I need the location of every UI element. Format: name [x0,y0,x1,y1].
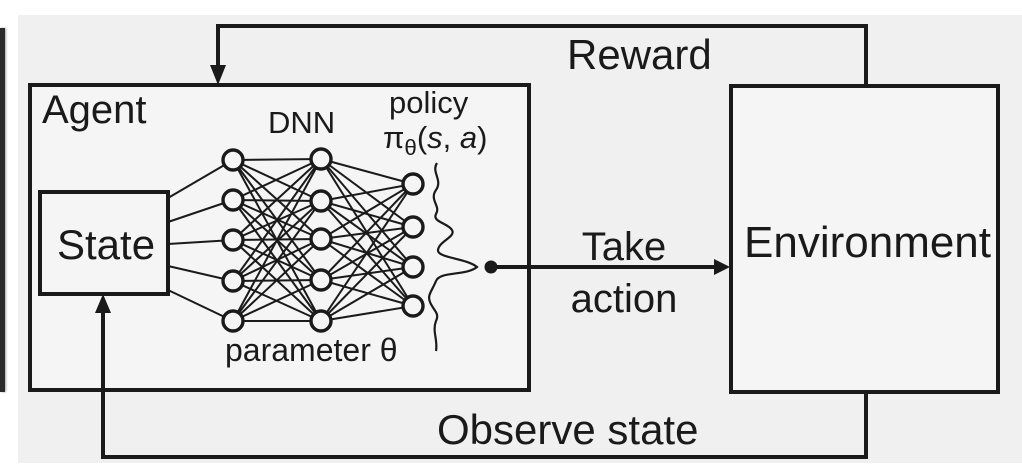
dnn-edge [320,226,414,322]
dnn-edge [232,158,322,322]
policy-label: policy [389,85,469,120]
dnn-edge [320,183,414,281]
dnn-neuron-node [309,268,333,292]
dnn-edge [232,238,322,322]
dnn-edge [320,305,414,322]
policy-distribution-curve [428,162,479,352]
dnn-label: DNN [268,105,336,140]
dnn-network [167,147,425,333]
dnn-neuron-node [401,294,425,318]
reward-label: Reward [567,31,712,78]
pi-symbol: π [383,120,405,155]
dnn-neuron-node [401,172,425,196]
theta-subscript: θ [404,135,417,161]
observe-state-arrow [95,294,868,459]
dnn-neuron-node [221,148,245,172]
dnn-edge [320,183,414,202]
dnn-edge [232,158,322,161]
dnn-neuron-node [309,147,333,171]
dnn-neuron-node [309,309,333,333]
environment-label: Environment [744,218,992,267]
dnn-edge [320,158,414,185]
action-var: a [459,120,478,155]
reward-arrow [210,24,868,88]
state-label: State [57,221,156,268]
take-action-arrowhead-right-icon [714,259,730,275]
agent-label: Agent [42,88,147,132]
dnn-edge [320,266,414,322]
scan-edge-artifact [0,28,5,392]
dnn-neuron-node [309,189,333,213]
dnn-edge [232,158,322,282]
dnn-neuron-node [221,309,245,333]
environment-box [729,84,1000,394]
dnn-edge [232,158,322,201]
observe-arrowhead-up-icon [95,294,111,313]
dnn-edge [167,289,234,322]
paren-open: ( [416,120,428,155]
dnn-edge [320,183,414,322]
dnn-neuron-node [221,269,245,293]
dnn-neuron-node [309,227,333,251]
dnn-edge [320,200,414,228]
dnn-edge [232,200,322,322]
parameter-label: parameter θ [225,332,398,368]
dnn-edge [167,159,234,199]
dnn-edge [232,158,322,241]
paren-close: ) [477,120,488,155]
dnn-neuron-node [221,188,245,212]
take-action-label: Take action [560,221,688,325]
dnn-edge [232,279,322,322]
observe-state-label: Observe state [437,406,699,453]
take-action-arrow [494,259,730,275]
take-action-line2: action [570,277,678,321]
state-var: s [427,120,443,155]
dnn-neuron-node [221,228,245,252]
dnn-edge [320,183,414,240]
state-box [38,190,170,296]
dnn-neuron-node [401,255,425,279]
reward-line [216,24,868,88]
reward-arrowhead-down-icon [210,65,226,85]
take-action-line1: Take [581,225,667,269]
policy-symbol: πθ(s, a) [383,122,487,160]
observe-state-line [101,311,868,459]
policy-sample-dot [484,260,498,274]
dnn-neuron-node [401,215,425,239]
comma: , [442,120,460,155]
